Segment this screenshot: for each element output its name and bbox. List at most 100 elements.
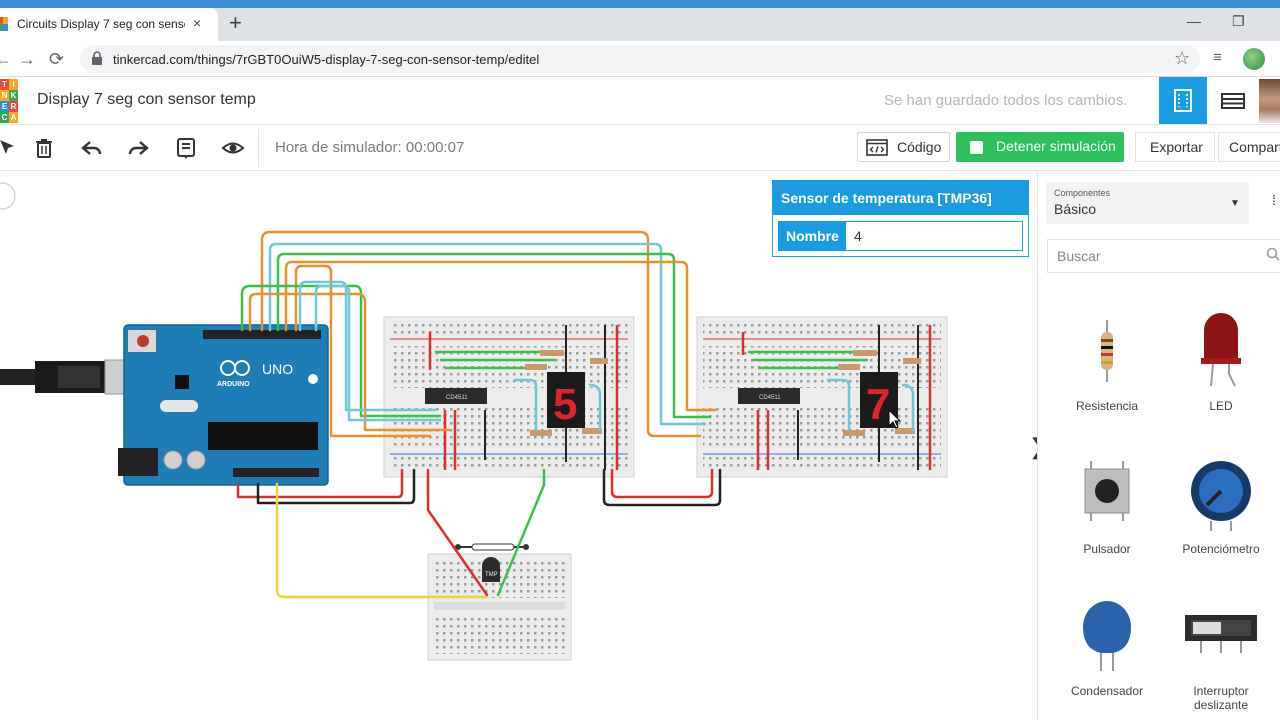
component-capacitor[interactable]: Condensador: [1057, 597, 1157, 698]
components-dropdown-value: Básico: [1054, 201, 1097, 217]
circuit-drawing: UNO ARDUINO CD4511 5: [0, 182, 948, 661]
circuit-view-button[interactable]: [1159, 77, 1207, 124]
seven-segment-digit-2: 7: [866, 380, 890, 429]
export-button[interactable]: Exportar: [1135, 132, 1215, 162]
logo-letter: E: [0, 101, 9, 112]
breadboard-icon: [1174, 89, 1192, 112]
url-text: tinkercad.com/things/7rGBT0OuiW5-display…: [113, 52, 540, 67]
breadboard-1[interactable]: CD4511 5: [383, 316, 635, 478]
breadboard-2[interactable]: CD4511 7: [696, 316, 948, 478]
media-control-icon[interactable]: ≡: [1213, 49, 1222, 66]
simulator-time: Hora de simulador: 00:00:07: [275, 139, 465, 156]
trash-icon[interactable]: [32, 136, 56, 160]
chevron-down-icon: ▼: [1230, 198, 1240, 209]
forward-icon[interactable]: →: [18, 49, 36, 69]
component-list-button[interactable]: [1209, 77, 1257, 124]
share-button[interactable]: Compart: [1218, 132, 1280, 162]
code-button[interactable]: Código: [857, 132, 950, 162]
logo-letter: R: [9, 101, 18, 112]
seven-segment-digit-1: 5: [553, 380, 577, 429]
tinkercad-logo[interactable]: T I N K E R C A: [0, 79, 18, 123]
rotate-icon[interactable]: [0, 136, 18, 160]
url-box[interactable]: tinkercad.com/things/7rGBT0OuiW5-display…: [80, 45, 1200, 73]
tab-close-icon[interactable]: ×: [193, 15, 202, 31]
logo-letter: T: [0, 79, 9, 90]
component-label: Potenciómetro: [1182, 542, 1260, 556]
code-icon: [866, 139, 888, 156]
slide-switch-icon: [1185, 615, 1257, 653]
component-label: Interruptor deslizante: [1193, 684, 1249, 712]
component-potentiometer[interactable]: Potenciómetro: [1171, 457, 1271, 557]
editor-toolbar: Hora de simulador: 00:00:07 Código Deten…: [0, 125, 1280, 171]
redo-icon[interactable]: [126, 136, 150, 160]
properties-header: Sensor de temperatura [TMP36]: [773, 181, 1028, 215]
logo-letter: N: [0, 90, 9, 101]
search-icon[interactable]: [1266, 247, 1280, 261]
export-button-label: Exportar: [1150, 139, 1203, 155]
reload-icon[interactable]: ⟳: [49, 49, 65, 69]
profile-avatar[interactable]: [1243, 48, 1265, 70]
tab-title: Circuits Display 7 seg con sensor: [17, 17, 185, 31]
notes-icon[interactable]: [174, 136, 198, 160]
share-button-label: Compart: [1229, 139, 1280, 155]
component-resistor[interactable]: Resistencia: [1057, 312, 1157, 413]
minimize-icon[interactable]: —: [1187, 13, 1201, 29]
bookmark-star-icon[interactable]: ☆: [1174, 48, 1191, 68]
properties-title: Sensor de temperatura [TMP36]: [781, 190, 992, 206]
sensor-label: TMP: [485, 572, 498, 578]
circuit-canvas[interactable]: UNO ARDUINO CD4511 5: [0, 172, 1037, 720]
restore-icon[interactable]: ❐: [1232, 13, 1245, 29]
name-input[interactable]: [845, 221, 1023, 251]
back-icon[interactable]: ←: [0, 49, 12, 69]
component-slide-switch[interactable]: Interruptor deslizante: [1171, 597, 1271, 717]
tinkercad-favicon-icon: [0, 17, 8, 31]
temperature-slider[interactable]: [455, 543, 529, 551]
component-pushbutton[interactable]: Pulsador: [1057, 457, 1157, 557]
components-dropdown-caption: Componentes: [1054, 188, 1111, 198]
component-search-input[interactable]: [1047, 239, 1280, 273]
project-title[interactable]: Display 7 seg con sensor temp: [37, 91, 256, 108]
mouse-cursor-icon: [888, 408, 902, 429]
logo-letter: C: [0, 112, 9, 123]
tinkercad-header: T I N K E R C A Display 7 seg con sensor…: [0, 77, 1280, 125]
arduino-model-label: UNO: [262, 361, 293, 377]
stop-icon: [970, 141, 983, 154]
component-label: Resistencia: [1075, 399, 1139, 413]
name-field-label: Nombre: [778, 221, 845, 251]
window-top-strip: [0, 0, 1280, 8]
resistor-icon: [1101, 320, 1113, 382]
tab-bar: Circuits Display 7 seg con sensor × + — …: [0, 8, 1280, 41]
list-icon: [1221, 93, 1245, 109]
components-panel: Componentes Básico ▼ ⁞ Resistencia LED: [1037, 172, 1280, 720]
ic-label-1: CD4511: [446, 395, 468, 401]
lock-icon: [92, 51, 102, 65]
pushbutton-icon: [1084, 461, 1130, 521]
arduino-uno-board[interactable]: UNO ARDUINO: [118, 324, 329, 486]
potentiometer-icon: [1191, 461, 1251, 531]
tmp36-sensor[interactable]: TMP: [482, 557, 500, 582]
arduino-brand-label: ARDUINO: [217, 381, 250, 388]
logo-letter: A: [9, 112, 18, 123]
fit-view-icon[interactable]: [0, 182, 16, 210]
new-tab-icon[interactable]: +: [229, 10, 242, 35]
led-icon: [1201, 313, 1241, 387]
component-led[interactable]: LED: [1171, 312, 1271, 413]
address-bar: ← → ⟳ tinkercad.com/things/7rGBT0OuiW5-d…: [0, 41, 1280, 77]
capacitor-icon: [1083, 601, 1131, 671]
stop-simulation-button[interactable]: Detener simulación: [956, 132, 1124, 162]
component-label: Pulsador: [1083, 542, 1131, 556]
logo-letter: K: [9, 90, 18, 101]
ic-label-2: CD4511: [759, 395, 781, 401]
component-label: LED: [1209, 399, 1233, 413]
undo-icon[interactable]: [80, 136, 104, 160]
save-status: Se han guardado todos los cambios.: [884, 92, 1128, 109]
browser-tab[interactable]: Circuits Display 7 seg con sensor ×: [0, 8, 218, 41]
logo-letter: I: [9, 79, 18, 90]
components-dropdown[interactable]: Componentes Básico ▼: [1046, 182, 1249, 224]
grid-view-icon[interactable]: ⁞: [1272, 192, 1276, 208]
user-avatar[interactable]: [1259, 79, 1280, 123]
code-button-label: Código: [897, 139, 942, 155]
visibility-eye-icon[interactable]: [221, 136, 245, 160]
properties-panel: Sensor de temperatura [TMP36] Nombre: [772, 180, 1029, 257]
wires[interactable]: [236, 230, 915, 599]
